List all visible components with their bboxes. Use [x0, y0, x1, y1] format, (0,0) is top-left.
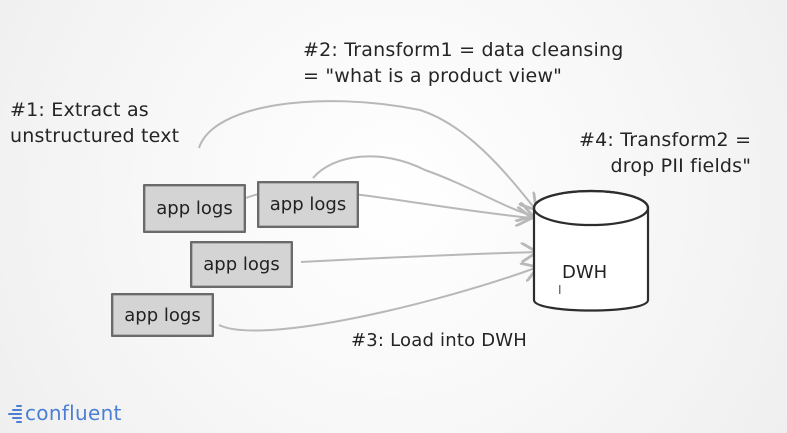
warehouse-cylinder — [532, 189, 650, 312]
extract-step-line-1: #1: Extract as — [10, 99, 149, 121]
app-logs-box-1: app logs — [143, 184, 246, 233]
arrow-from-log-3 — [300, 252, 537, 263]
app-logs-box-4: app logs — [111, 293, 214, 337]
transform1-step-label: #2: Transform1 = data cleansing = "what … — [303, 38, 623, 89]
confluent-logo-icon — [8, 404, 22, 423]
transform2-step-label: #4: Transform2 = drop PII fields" — [579, 128, 751, 179]
app-logs-label-2: app logs — [269, 194, 347, 215]
load-step-label: #3: Load into DWH — [351, 329, 527, 353]
transform1-step-line-2: = "what is a product view" — [303, 64, 563, 87]
load-step-line-1: #3: Load into DWH — [351, 330, 528, 351]
warehouse-label: DWH — [562, 262, 608, 283]
app-logs-box-3: app logs — [190, 241, 293, 288]
arrow-from-extract — [198, 100, 536, 210]
brand-name: confluent — [25, 401, 122, 425]
app-logs-label-3: app logs — [203, 254, 280, 275]
flow-arrows — [198, 100, 538, 332]
extract-step-label: #1: Extract as unstructured text — [10, 98, 179, 149]
arrow-from-log-4 — [218, 267, 538, 332]
app-logs-label-1: app logs — [156, 198, 233, 219]
text-cursor-icon: I — [558, 283, 562, 297]
transform1-step-line-1: #2: Transform1 = data cleansing — [303, 39, 624, 61]
transform2-step-line-1: #4: Transform2 = — [579, 129, 752, 151]
app-logs-box-2: app logs — [257, 181, 359, 228]
extract-step-line-2: unstructured text — [10, 124, 180, 147]
confluent-brand: confluent — [8, 401, 122, 425]
app-logs-label-4: app logs — [124, 304, 201, 326]
transform2-step-line-2: drop PII fields" — [610, 154, 752, 177]
arrow-from-log-2 — [312, 155, 533, 216]
